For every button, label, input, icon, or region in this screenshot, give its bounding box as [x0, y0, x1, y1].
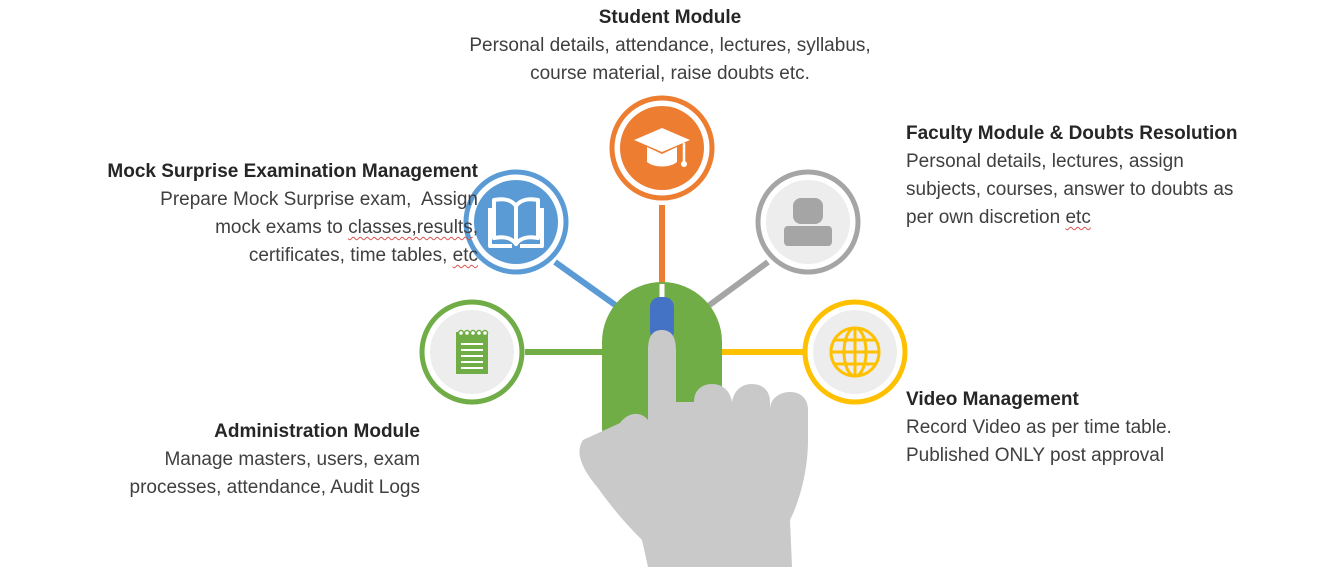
video-module-desc-line1: Record Video as per time table.	[906, 417, 1172, 438]
mouse-wheel	[650, 297, 674, 341]
student-module-text: Student Module Personal details, attenda…	[380, 4, 960, 88]
mock-desc-etc: etc	[452, 245, 478, 266]
admin-module-title: Administration Module	[214, 421, 420, 442]
student-node[interactable]	[609, 95, 715, 201]
video-module-text: Video Management Record Video as per tim…	[906, 386, 1326, 470]
faculty-module-desc-line1: Personal details, lectures, assign	[906, 151, 1184, 172]
student-module-desc-line1: Personal details, attendance, lectures, …	[469, 35, 871, 56]
faculty-node[interactable]	[755, 169, 861, 275]
mock-module-desc-line3: certificates, time tables, etc	[0, 242, 478, 270]
user-icon	[784, 198, 832, 246]
mock-module-title: Mock Surprise Examination Management	[107, 161, 478, 182]
hand-graphic	[579, 330, 808, 567]
faculty-connector	[698, 259, 770, 315]
faculty-module-desc-line3: per own discretion etc	[906, 204, 1343, 232]
notepad-icon	[456, 329, 489, 374]
graduation-cap-icon	[634, 128, 690, 167]
admin-node[interactable]	[419, 299, 525, 405]
video-node[interactable]	[802, 299, 908, 405]
book-icon	[488, 197, 544, 248]
faculty-module-text: Faculty Module & Doubts Resolution Perso…	[906, 120, 1343, 232]
mock-node[interactable]	[463, 169, 569, 275]
mock-module-text: Mock Surprise Examination Management Pre…	[0, 158, 478, 270]
mock-desc-classes: classes,results	[348, 217, 473, 238]
mock-module-desc-line1: Prepare Mock Surprise exam, Assign	[160, 189, 478, 210]
mock-desc-text: mock exams to	[215, 217, 349, 238]
mock-desc-certificates: certificates, time tables,	[248, 245, 453, 266]
admin-module-desc-line1: Manage masters, users, exam	[164, 449, 420, 470]
mock-desc-comma: ,	[472, 217, 478, 238]
student-module-title: Student Module	[598, 7, 742, 28]
faculty-desc-text: per own discretion	[906, 207, 1066, 228]
admin-module-desc-line2: processes, attendance, Audit Logs	[129, 477, 420, 498]
video-module-title: Video Management	[906, 389, 1079, 410]
student-module-desc-line2: course material, raise doubts etc.	[530, 63, 810, 84]
faculty-desc-etc: etc	[1065, 207, 1091, 228]
faculty-module-desc-line2: subjects, courses, answer to doubts as	[906, 179, 1234, 200]
faculty-module-title: Faculty Module & Doubts Resolution	[906, 123, 1238, 144]
mock-connector	[553, 259, 627, 315]
globe-icon	[829, 326, 881, 378]
admin-module-text: Administration Module Manage masters, us…	[0, 418, 420, 502]
mock-module-desc-line2: mock exams to classes,results,	[0, 214, 478, 242]
video-module-desc-line2: Published ONLY post approval	[906, 445, 1165, 466]
